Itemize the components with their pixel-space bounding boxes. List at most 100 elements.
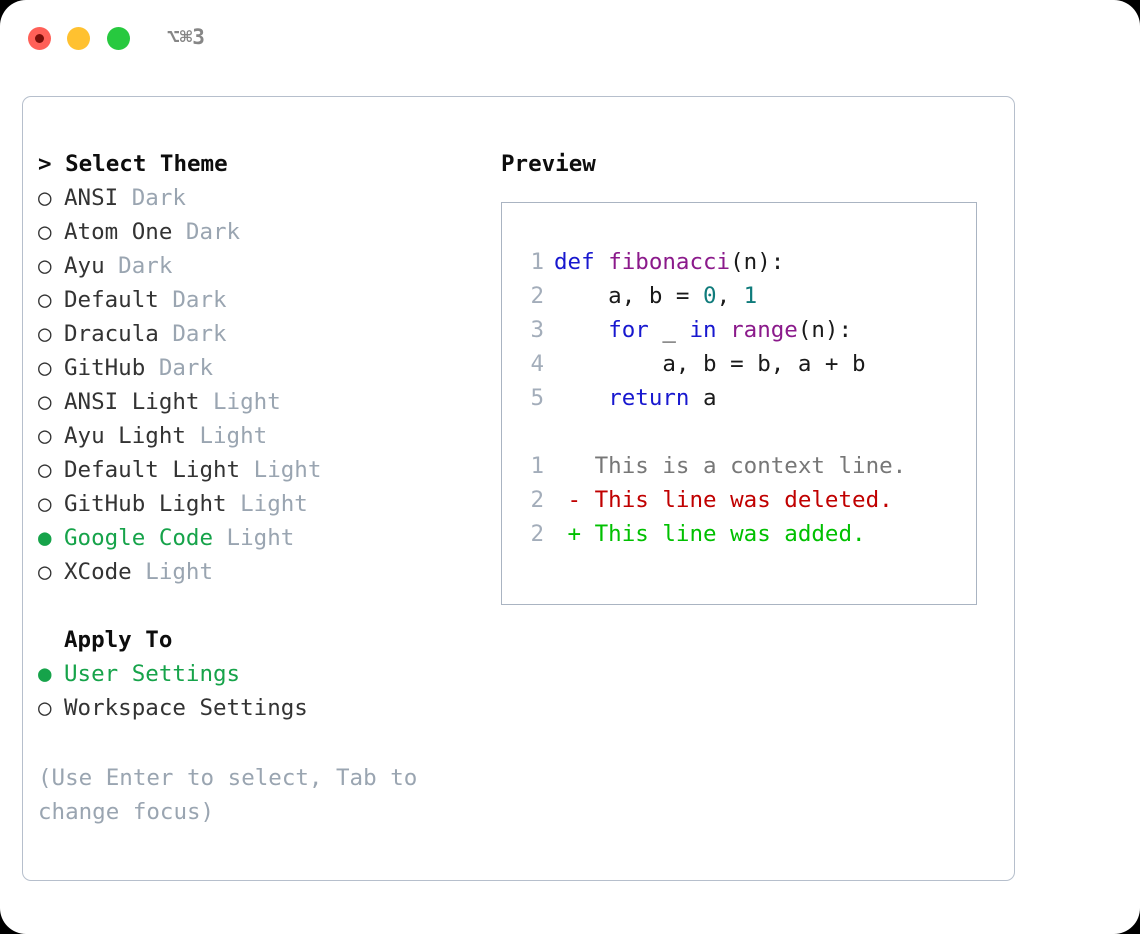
theme-variant-badge: Light — [131, 559, 214, 585]
theme-variant-badge: Light — [185, 423, 268, 449]
theme-name-label: ANSI Light — [64, 389, 200, 415]
theme-list-item[interactable]: ○ ANSI Light Light — [38, 385, 498, 419]
apply-to-option-label: Workspace Settings — [64, 695, 308, 721]
code-line: 2 a, b = 0, 1 — [502, 279, 976, 313]
theme-name-label: Default — [64, 287, 159, 313]
title-bar: ⌥⌘3 — [0, 0, 1140, 78]
theme-list-item[interactable]: ● Google Code Light — [38, 521, 498, 555]
theme-list-item[interactable]: ○ Dracula Dark — [38, 317, 498, 351]
theme-name-label: XCode — [64, 559, 132, 585]
diff-marker: - — [554, 487, 595, 513]
main-panel: > Select Theme ○ANSI Dark○Atom One Dark○… — [22, 96, 1015, 881]
theme-variant-badge: Light — [226, 491, 308, 517]
code-token: in — [689, 317, 717, 343]
radio-unselected-icon: ○ — [38, 355, 52, 381]
line-number: 1 — [530, 453, 544, 479]
code-token: (n): — [797, 317, 853, 343]
theme-name-label: Ayu — [64, 253, 105, 279]
radio-unselected-icon: ○ — [38, 423, 52, 449]
code-token: 0 — [703, 283, 717, 309]
theme-list-item[interactable]: ○ Default Light Light — [38, 453, 498, 487]
theme-name-label: Dracula — [64, 321, 159, 347]
theme-variant-badge: Dark — [158, 321, 227, 347]
diff-marker: + — [554, 521, 595, 547]
radio-unselected-icon: ○ — [38, 559, 52, 585]
theme-list-item[interactable]: ○ XCode Light — [38, 555, 498, 589]
theme-list-item[interactable]: ○ Ayu Light Light — [38, 419, 498, 453]
radio-unselected-icon: ○ — [38, 491, 52, 517]
keyboard-shortcut-label: ⌥⌘3 — [167, 25, 205, 49]
recording-indicator-icon — [35, 34, 44, 43]
radio-unselected-icon: ○ — [38, 219, 52, 245]
theme-list: ○ ANSI Dark ○ Atom One Dark ○ Ayu Dark ○ Defaul… — [38, 181, 498, 589]
theme-list-item[interactable]: ○GitHub Light Light — [38, 487, 498, 521]
code-token: (n): — [730, 249, 785, 275]
theme-variant-badge: Dark — [158, 287, 227, 313]
diff-text: This line was deleted. — [594, 487, 893, 513]
theme-name-label: Google Code — [64, 525, 214, 551]
code-token: _ — [648, 317, 690, 343]
code-token: return — [608, 385, 690, 411]
theme-list-item[interactable]: ○ Atom One Dark — [38, 215, 498, 249]
radio-unselected-icon: ○ — [38, 253, 52, 279]
maximize-window-button[interactable] — [107, 27, 130, 50]
theme-variant-badge: Light — [213, 525, 295, 551]
list-spacer — [38, 589, 498, 623]
radio-unselected-icon: ○ — [38, 457, 52, 483]
line-number: 2 — [530, 283, 544, 309]
prompt-caret-icon: > — [38, 151, 66, 177]
code-token: a — [689, 385, 717, 411]
select-theme-header-label: Select Theme — [65, 151, 228, 177]
diff-preview-block: 1 This is a context line.2 - This line w… — [502, 449, 976, 551]
apply-to-option-label: User Settings — [64, 661, 241, 687]
code-diff-spacer — [502, 415, 976, 449]
theme-list-item[interactable]: ○ GitHub Dark — [38, 351, 498, 385]
theme-list-item[interactable]: ○ Ayu Dark — [38, 249, 498, 283]
keyboard-hint-text: (Use Enter to select, Tab to change focu… — [38, 765, 431, 825]
code-token: def — [554, 249, 609, 275]
theme-name-label: GitHub — [64, 355, 146, 381]
apply-to-header: Apply To — [64, 627, 173, 653]
diff-text: This is a context line. — [594, 453, 907, 479]
line-number: 3 — [530, 317, 544, 343]
apply-to-option[interactable]: ● User Settings — [38, 657, 498, 691]
radio-selected-icon: ● — [38, 525, 52, 551]
theme-variant-badge: Light — [199, 389, 281, 415]
theme-list-item[interactable]: ○ ANSI Dark — [38, 181, 498, 215]
code-line: 4 a, b = b, a + b — [502, 347, 976, 381]
radio-unselected-icon: ○ — [38, 185, 52, 211]
minimize-window-button[interactable] — [67, 27, 90, 50]
apply-to-option[interactable]: ○Workspace Settings — [38, 691, 498, 725]
diff-line: 1 This is a context line. — [502, 449, 976, 483]
radio-unselected-icon: ○ — [38, 321, 52, 347]
apply-to-list: ● User Settings ○Workspace Settings — [38, 657, 498, 725]
theme-variant-badge: Dark — [118, 185, 186, 211]
radio-selected-icon: ● — [38, 661, 52, 687]
code-line: 5 return a — [502, 381, 976, 415]
theme-variant-badge: Dark — [172, 219, 241, 245]
theme-name-label: Ayu Light — [64, 423, 186, 449]
diff-line: 2 - This line was deleted. — [502, 483, 976, 517]
radio-unselected-icon: ○ — [38, 389, 52, 415]
code-token — [554, 317, 608, 343]
line-number: 1 — [530, 249, 544, 275]
theme-name-label: Default Light — [64, 457, 241, 483]
select-theme-header: > Select Theme — [38, 147, 498, 181]
line-number: 2 — [530, 487, 544, 513]
theme-name-label: Atom One — [64, 219, 173, 245]
code-token — [717, 317, 731, 343]
code-token: range — [730, 317, 798, 343]
line-number: 2 — [530, 521, 544, 547]
theme-variant-badge: Dark — [145, 355, 214, 381]
theme-variant-badge: Dark — [104, 253, 173, 279]
code-token: 1 — [743, 283, 758, 309]
theme-name-label: ANSI — [64, 185, 119, 211]
theme-variant-badge: Light — [240, 457, 322, 483]
code-token — [554, 385, 608, 411]
diff-marker — [554, 453, 595, 479]
theme-list-item[interactable]: ○ Default Dark — [38, 283, 498, 317]
radio-unselected-icon: ○ — [38, 287, 52, 313]
